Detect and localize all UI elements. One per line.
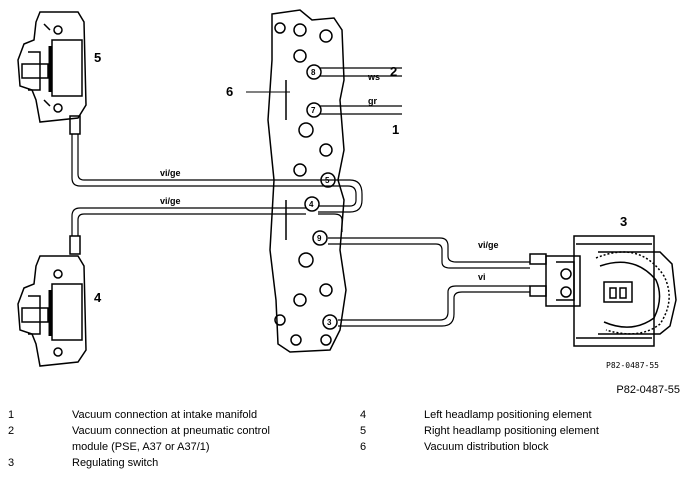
legend-text: Vacuum connection at intake manifold	[72, 409, 258, 421]
regulating-switch	[529, 235, 677, 347]
left-headlamp-positioning-element	[17, 235, 87, 367]
legend-text: Vacuum connection at pneumatic control	[72, 425, 270, 437]
callout-3: 3	[620, 214, 627, 229]
legend-text: module (PSE, A37 or A37/1)	[72, 441, 210, 453]
legend-number: 4	[360, 409, 367, 421]
vacuum-hoses	[71, 67, 530, 327]
callout-2: 2	[390, 64, 397, 79]
port-number-5: 5	[325, 176, 330, 185]
port-number-4: 4	[309, 200, 314, 209]
port-number-3: 3	[327, 318, 332, 327]
callout-4: 4	[94, 290, 102, 305]
wire-label-vi-ge-3: vi/ge	[478, 240, 499, 250]
legend-text: Vacuum distribution block	[424, 441, 549, 453]
wire-label-vi: vi	[478, 272, 486, 282]
diagram-image-code: P82-0487-55	[606, 361, 659, 370]
wire-label-vi-ge-1: vi/ge	[160, 168, 181, 178]
legend-number: 6	[360, 441, 367, 453]
figure-reference-code: P82-0487-55	[616, 384, 680, 396]
port-number-7: 7	[311, 106, 316, 115]
legend-text: Regulating switch	[72, 457, 159, 469]
wire-label-gr: gr	[368, 96, 377, 106]
legend-number: 1	[8, 409, 15, 421]
legend-text: Left headlamp positioning element	[424, 409, 592, 421]
vacuum-distribution-block	[246, 9, 347, 353]
legend-text: Right headlamp positioning element	[424, 425, 599, 437]
wire-label-ws: ws	[367, 72, 380, 82]
legend-number: 3	[8, 457, 15, 469]
legend-number: 2	[8, 425, 15, 437]
port-number-9: 9	[317, 234, 322, 243]
callout-1: 1	[392, 122, 399, 137]
callout-5: 5	[94, 50, 101, 65]
legend-number: 5	[360, 425, 367, 437]
callout-6: 6	[226, 84, 233, 99]
vacuum-system-diagram: 5 6 2 1 3 4 ws gr vi/ge vi/ge vi/ge vi 8…	[17, 9, 677, 370]
right-headlamp-positioning-element	[17, 11, 87, 135]
wire-label-vi-ge-2: vi/ge	[160, 196, 181, 206]
port-number-8: 8	[311, 68, 316, 77]
